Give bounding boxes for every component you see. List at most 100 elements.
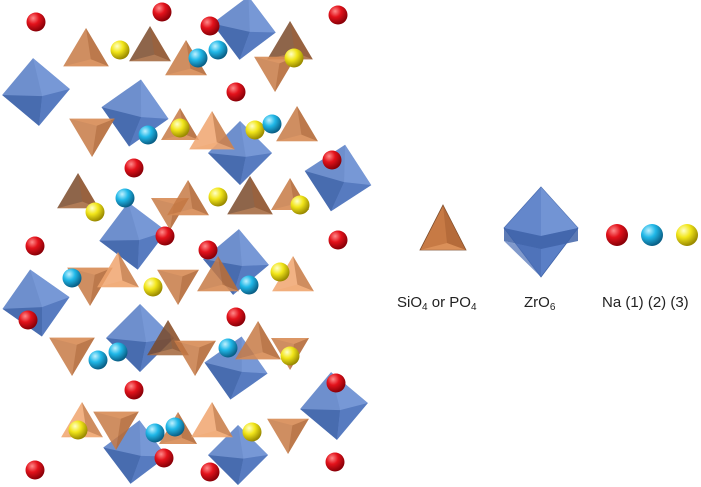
tetrahedron-face-shadow: [150, 26, 171, 62]
tetrahedron-body: [276, 106, 318, 142]
na2-sphere: [62, 268, 82, 288]
tetrahedron-face-light: [49, 337, 95, 345]
octahedron-face-mid: [38, 89, 70, 126]
tetrahedron-face-shadow: [293, 256, 314, 292]
na1-sphere: [124, 158, 144, 178]
octahedron-face-light: [241, 336, 268, 374]
na1-sphere: [328, 230, 348, 250]
octahedron-face-dark: [103, 447, 141, 484]
tetrahedron-face-shadow: [78, 173, 99, 209]
tetrahedron-body: [267, 21, 313, 60]
tetrahedron-face-light: [235, 352, 281, 360]
xo4-tetrahedra: [49, 21, 318, 454]
xo4-tetrahedron: [69, 118, 115, 157]
octahedron-face-dark: [101, 107, 142, 147]
tetrahedron-face-shadow: [178, 269, 199, 305]
octahedron-face-dark: [208, 455, 244, 485]
zro6-octahedron: [212, 0, 276, 60]
xo4-tetrahedron: [235, 321, 281, 360]
na1-sphere: [25, 460, 45, 480]
tetrahedron-face-shadow: [116, 411, 139, 450]
na3-sphere: [143, 277, 163, 297]
tetrahedron-face-shadow: [212, 111, 235, 150]
tetrahedron-body: [63, 28, 109, 67]
na1-sphere: [226, 82, 246, 102]
tetrahedron-body: [267, 418, 309, 454]
tetrahedron-face-light: [97, 280, 139, 288]
octahedron-face-light: [344, 144, 372, 186]
tetrahedron-body: [174, 340, 216, 376]
xo4-tetrahedron: [157, 269, 199, 305]
legend-tetrahedron-icon: [419, 204, 467, 251]
na2-sphere: [88, 350, 108, 370]
octahedron-face-mid: [238, 455, 268, 485]
na1-sphere: [322, 150, 342, 170]
tetrahedron-face-shadow: [288, 418, 309, 454]
tetrahedron-face-light: [63, 59, 109, 67]
octahedron-face-dark: [208, 153, 246, 185]
sodium-sites-label: Na (1) (2) (3): [602, 294, 689, 311]
tetrahedron-face-light: [276, 134, 318, 142]
tetrahedron-body: [97, 252, 139, 288]
zro6-octahedron: [2, 58, 70, 126]
tetrahedron-body: [254, 56, 296, 92]
octahedron-face-mid: [230, 371, 268, 400]
tetrahedron-face-light: [157, 269, 199, 277]
formula-zro: ZrO: [524, 294, 550, 311]
na3-sphere: [170, 118, 190, 138]
octahedron-face-mid: [41, 297, 70, 337]
tetrahedron-face-light: [93, 411, 139, 419]
octahedron-face-mid: [137, 231, 167, 270]
sodium-sites: [18, 2, 348, 482]
tetrahedron-face-light: [174, 340, 216, 348]
na1-sphere: [200, 16, 220, 36]
na2-sphere: [188, 48, 208, 68]
zro6-octahedron: [99, 202, 167, 270]
tetrahedron-face-shadow: [195, 340, 216, 376]
octahedron-face-mid: [336, 403, 368, 440]
legend-na2-sphere: [641, 224, 663, 246]
tetrahedron-face-shadow: [72, 337, 95, 376]
octahedron-face-dark: [204, 362, 242, 400]
tetrahedron-face-shadow: [118, 252, 139, 288]
subscript-po: 4: [470, 302, 477, 313]
tetrahedron-face-light: [227, 207, 273, 215]
na1-sphere: [198, 240, 218, 260]
tetrahedron-body: [227, 176, 273, 215]
legend-octahedron-icon: [503, 186, 579, 278]
zro6-octahedron: [304, 144, 372, 212]
tetrahedron-body: [129, 26, 171, 62]
na2-sphere: [138, 125, 158, 145]
tetrahedron-face-light: [189, 142, 235, 150]
na3-sphere: [284, 48, 304, 68]
na1-sphere: [26, 12, 46, 32]
tetrahedron-body: [93, 411, 139, 450]
na1-sphere: [226, 307, 246, 327]
na3-sphere: [85, 202, 105, 222]
na1-sphere: [154, 448, 174, 468]
na3-sphere: [280, 346, 300, 366]
tetrahedron-body: [197, 256, 239, 292]
octahedron-face-dark: [300, 408, 341, 440]
tetrahedron-face-light: [197, 284, 239, 292]
na1-sphere: [326, 373, 346, 393]
tetrahedron-face-shadow: [188, 180, 209, 216]
subscript-zro: 6: [549, 302, 556, 313]
na1-sphere: [328, 5, 348, 25]
xo4-tetrahedron: [93, 411, 139, 450]
tetrahedron-face-light: [271, 338, 309, 344]
tetrahedron-face-shadow: [212, 402, 233, 438]
na1-sphere: [325, 452, 345, 472]
formula-connector: or: [427, 294, 450, 311]
tetrahedron-face-shadow: [86, 28, 109, 67]
tetrahedron-face-light: [165, 68, 207, 76]
tetrahedron-body: [157, 269, 199, 305]
na1-sphere: [200, 462, 220, 482]
xo4-tetrahedron: [49, 337, 95, 376]
tetrahedron-face-light: [67, 267, 113, 275]
octahedron-face-light: [128, 202, 167, 241]
legend-octahedron-label: ZrO6: [524, 294, 555, 313]
xo4-tetrahedron: [189, 111, 235, 150]
octahedron-face-light: [140, 79, 169, 119]
